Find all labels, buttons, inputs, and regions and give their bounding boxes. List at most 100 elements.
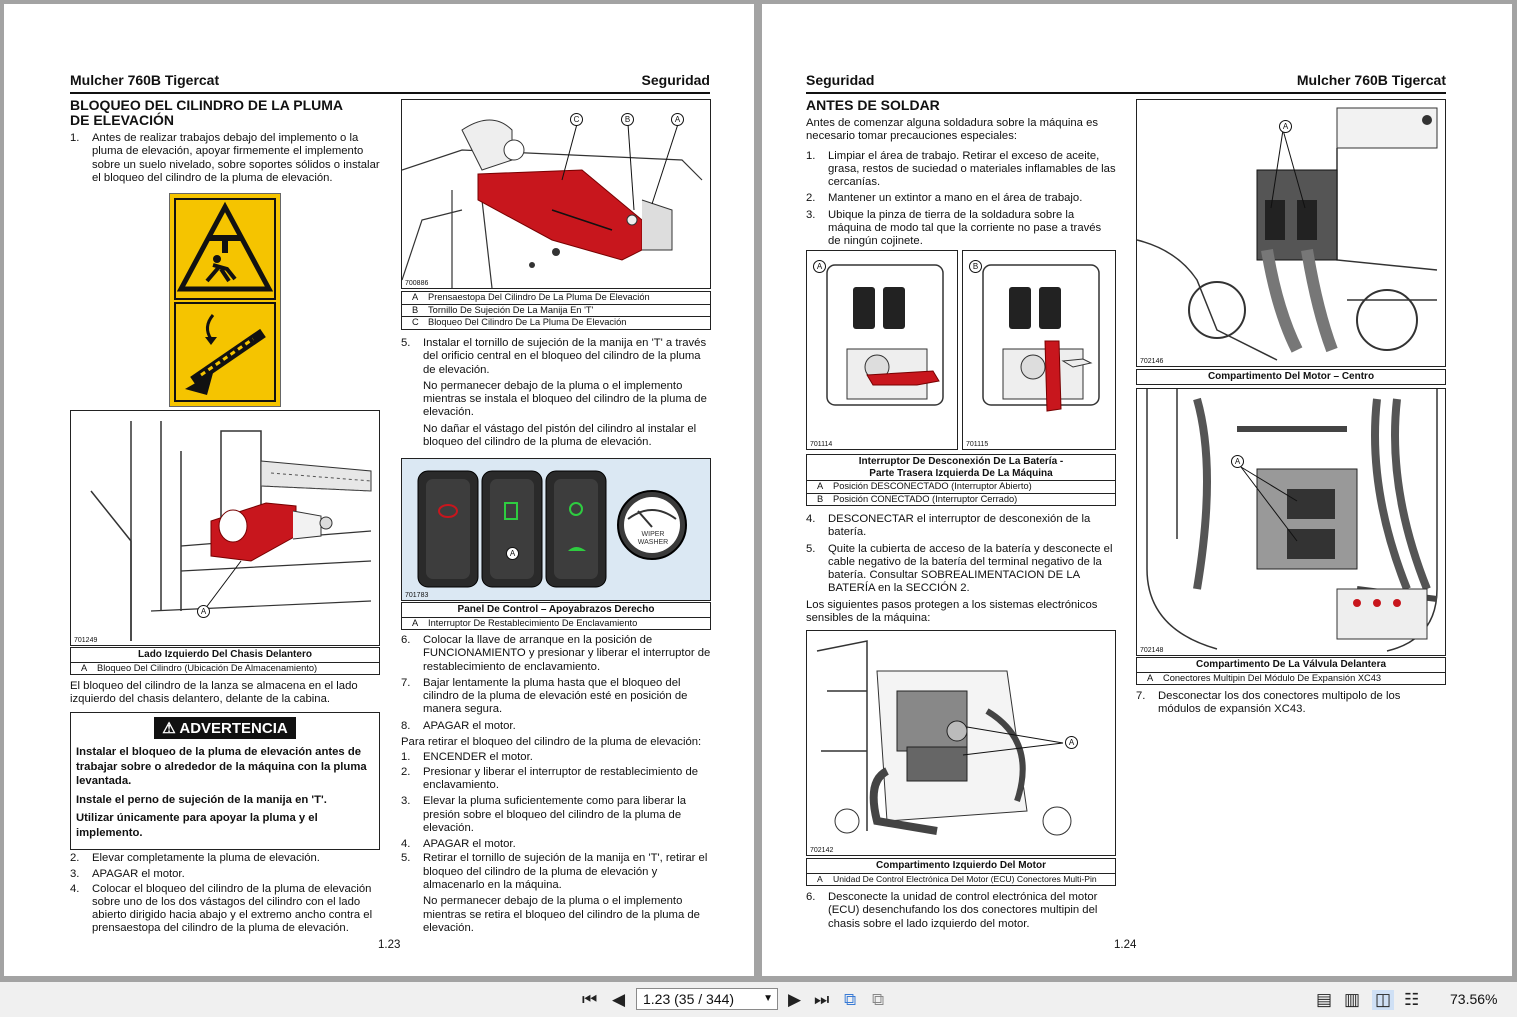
figure-control-panel: A WIPER WASHER 701783 [401,458,711,601]
callout-a: A [1231,455,1244,468]
figure-number: 700886 [405,280,429,287]
list-item: 8.APAGAR el motor. [401,719,516,732]
warning-triangle-icon: ⚠ [162,720,176,737]
go-forward-icon[interactable]: ⧉ [872,990,885,1009]
steps-list: 6.Desconecte la unidad de control electr… [806,891,1116,934]
battery-switch-off-illustration [826,264,944,406]
previous-page-icon[interactable]: ◀ [612,990,626,1009]
warning-box: ⚠ ADVERTENCIA Instalar el bloqueo de la … [70,712,380,850]
zoom-level[interactable]: 73.56% [1450,991,1498,1007]
last-page-icon[interactable]: ⏭ [814,990,830,1009]
engine-compartment-illustration [1137,107,1438,361]
first-page-icon[interactable]: ⏮ [582,990,598,1009]
header-left: Seguridad [806,72,875,88]
figure-number: 702148 [1140,647,1164,654]
figure-ecu: A 702142 [806,630,1116,856]
list-item: 5.Quite la cubierta de acceso de la bate… [806,542,1113,595]
header-right: Mulcher 760B Tigercat [1296,72,1446,88]
continuous-view-icon[interactable]: ▥ [1344,990,1361,1009]
left-column-top: ANTES DE SOLDAR Antes de comenzar alguna… [806,98,1116,252]
document-page-left: Mulcher 760B Tigercat Seguridad BLOQUEO … [4,4,754,976]
chevron-down-icon[interactable]: ▼ [763,993,773,1004]
document-page-right: Seguridad Mulcher 760B Tigercat ANTES DE… [762,4,1512,976]
left-column-top: BLOQUEO DEL CILINDRO DE LA PLUMA DE ELEV… [70,98,380,188]
list-item: 6.Colocar la llave de arranque en la pos… [401,634,711,673]
callout-a: A [813,260,826,273]
list-item: 2.Mantener un extintor a mano en el área… [806,192,1083,205]
steps-list: 1.Limpiar el área de trabajo. Retirar el… [806,150,1116,249]
go-back-icon[interactable]: ⧉ [844,990,857,1009]
list-item: 5.Retirar el tornillo de sujeción de la … [401,852,708,892]
figure-engine-compartment: A 702146 [1136,99,1446,367]
figure-number: 701783 [405,592,429,599]
caption-battery-switch: Interruptor De Desconexión De La Batería… [806,454,1116,506]
battery-switch-on-illustration [982,264,1100,412]
right-column-bottom: 6.Colocar la llave de arranque en la pos… [401,634,711,934]
list-item: 1.Antes de realizar trabajos debajo del … [70,132,380,184]
figure-number: 702142 [810,847,834,854]
list-item: 4.DESCONECTAR el interruptor de desconex… [806,513,1091,539]
control-panel-illustration [417,470,687,588]
steps-list: 2.Elevar completamente la pluma de eleva… [70,852,380,939]
callout-a: A [671,113,684,126]
figure-valve-compartment: A 702148 [1136,388,1446,656]
ecu-illustration [816,640,1072,836]
figure-number: 702146 [1140,358,1164,365]
page-number-input[interactable]: 1.23 (35 / 344) ▼ [636,988,778,1010]
header-left: Mulcher 760B Tigercat [70,72,220,88]
list-item: 3.APAGAR el motor. [70,868,185,881]
warning-title: ⚠ ADVERTENCIA [154,717,296,739]
steps-4-5: 4.DESCONECTAR el interruptor de desconex… [806,513,1116,625]
next-page-icon[interactable]: ▶ [788,990,802,1009]
page-number: 1.23 [378,939,401,951]
callout-b: B [621,113,634,126]
figure-switch-on: B 701115 [962,250,1116,450]
safety-decal [169,193,281,407]
list-item: 7.Desconectar los dos conectores multipo… [1136,690,1401,716]
steps-list: 7.Desconectar los dos conectores multipo… [1136,690,1446,720]
section-title: ANTES DE SOLDAR [806,97,940,113]
wiper-washer-label: WIPER WASHER [637,531,669,546]
crush-hazard-icon [174,198,276,402]
list-item: 1.ENCENDER el motor. [401,751,533,764]
page-number: 1.24 [1114,939,1137,951]
two-page-view-icon[interactable]: ◫ [1372,990,1395,1010]
storage-paragraph: El bloqueo del cilindro de la lanza se a… [70,680,358,706]
list-item: 2.Presionar y liberar el interruptor de … [401,765,699,791]
section-title: BLOQUEO DEL CILINDRO DE LA PLUMA DE ELEV… [70,97,343,128]
list-item: 1.Limpiar el área de trabajo. Retirar el… [806,149,1116,189]
caption-control-panel: Panel De Control – Apoyabrazos Derecho A… [401,602,711,630]
callout-a: A [1279,120,1292,133]
chassis-illustration [90,421,372,641]
callout-a: A [506,547,519,560]
valve-compartment-illustration [1146,389,1438,652]
intro-paragraph: Antes de comenzar alguna soldadura sobre… [806,117,1099,143]
single-page-view-icon[interactable]: ▤ [1316,990,1333,1009]
list-item: 3.Elevar la pluma suficientemente como p… [401,795,687,834]
cylinder-lock-illustration [402,119,703,288]
callout-c: C [570,113,583,126]
figure-number: 701114 [810,441,833,448]
caption-engine-compartment: Compartimento Del Motor – Centro [1136,369,1446,385]
step5-block: 5.Instalar el tornillo de sujeción de la… [401,337,711,452]
list-item: 7.Bajar lentamente la pluma hasta que el… [401,676,688,716]
two-page-continuous-view-icon[interactable]: ☷ [1404,990,1420,1009]
list-item: 4.Colocar el bloqueo del cilindro de la … [70,882,373,935]
list-item: 2.Elevar completamente la pluma de eleva… [70,852,320,864]
steps-list: 1.Antes de realizar trabajos debajo del … [70,132,380,185]
figure-cylinder-lock: C B A 700886 [401,99,711,289]
figure-number: 701249 [74,637,98,644]
list-item: 5.Instalar el tornillo de sujeción de la… [401,337,707,376]
header-right: Seguridad [641,72,710,88]
figure-number: 701115 [966,441,989,448]
